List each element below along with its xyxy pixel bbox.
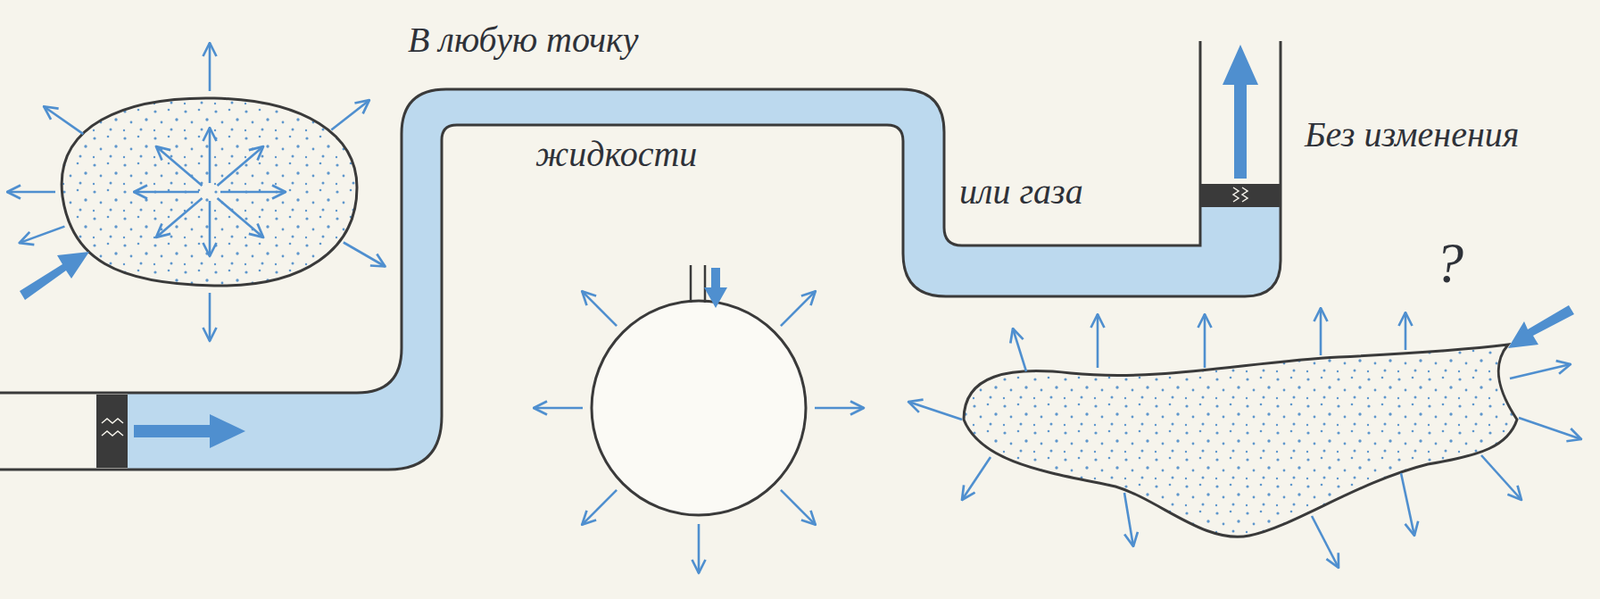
filler-tube [690,265,705,303]
piston [1200,183,1281,208]
pressure-arrow [1518,417,1582,440]
pressure-arrow [156,146,203,186]
pressure-arrow [780,489,816,525]
pressure-arrow [133,190,199,194]
question-mark: ? [1434,230,1464,297]
pressure-arrow [581,489,617,525]
piston [96,394,128,468]
pressure-arrow [156,198,203,238]
sphere-vessel [591,300,806,515]
pressure-arrow [814,406,864,410]
force-arrow [19,251,90,300]
pressure-arrow [216,198,264,238]
caption-text: или газа [959,171,1084,213]
pressure-arrow [1509,364,1571,379]
pressure-arrow [216,146,264,186]
piston-spring [1233,187,1248,202]
pressure-arrow [1012,328,1027,372]
pressure-arrow [43,106,83,134]
pressure-arrow [331,99,370,130]
pressure-arrow [908,401,962,420]
pressure-arrow [697,523,701,573]
pressure-arrow [1319,307,1323,356]
force-arrow [1222,44,1259,179]
pressure-arrow [208,127,212,183]
fluid-vessel [963,344,1518,537]
piston-spring [101,418,124,436]
fluid-vessel [61,98,357,286]
force-arrow [1508,305,1575,349]
pressure-arrow [1096,314,1100,368]
caption-text: жидкости [535,133,697,175]
pressure-arrow [581,290,617,326]
pressure-arrow [1311,515,1339,568]
pressure-arrow [208,200,212,257]
pressure-arrow [1124,492,1134,547]
pressure-arrow [961,456,991,500]
pressure-arrow [1404,312,1408,350]
tube-wall [0,41,1201,393]
pressure-arrow [19,226,66,243]
force-arrow [704,267,728,308]
pressure-arrow [7,190,56,194]
pressure-arrow [533,406,583,410]
pressure-arrow [1401,472,1415,536]
pressure-arrow [1481,455,1522,500]
caption-text: Без изменения [1304,114,1528,156]
pressure-arrow [343,242,386,267]
pressure-arrow [220,190,286,194]
pressure-arrow [780,290,816,326]
force-arrow [133,414,246,448]
caption-text: В любую точку [407,19,639,61]
pressure-arrow [208,292,212,341]
pressure-arrow [208,42,212,92]
pressure-arrow [1203,314,1207,368]
